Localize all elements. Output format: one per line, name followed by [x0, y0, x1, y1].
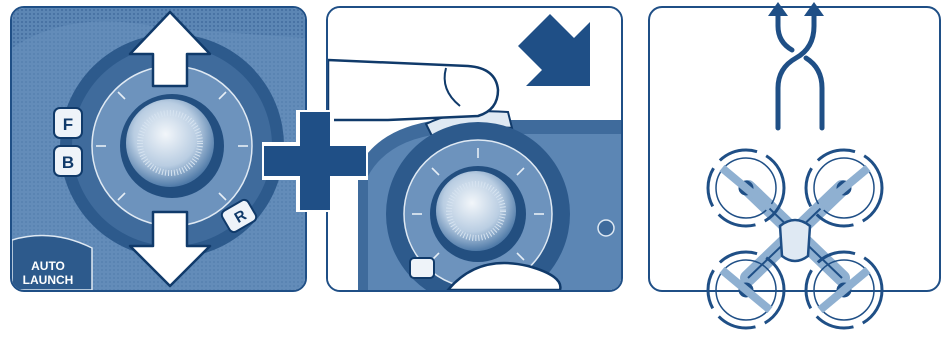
flip-arrows-icon [778, 10, 822, 128]
rotor-back-left [708, 252, 784, 328]
press-button-panel [326, 6, 623, 292]
rotor-front-left [708, 150, 784, 226]
forward-button-label: F [63, 115, 73, 134]
drone-icon [708, 150, 882, 328]
back-trim-button: B [54, 146, 82, 176]
forward-trim-button: F [54, 108, 82, 138]
drone-flip-panel [648, 6, 941, 292]
plus-icon [262, 110, 368, 212]
press-button-illustration [328, 8, 621, 290]
auto-launch-label-line2: LAUNCH [23, 273, 74, 287]
drone-flip-illustration [650, 8, 943, 344]
auto-launch-button: AUTO LAUNCH [12, 236, 92, 291]
back-button-label: B [62, 153, 74, 172]
auto-launch-label-line1: AUTO [31, 259, 65, 273]
rotor-front-right [806, 150, 882, 226]
